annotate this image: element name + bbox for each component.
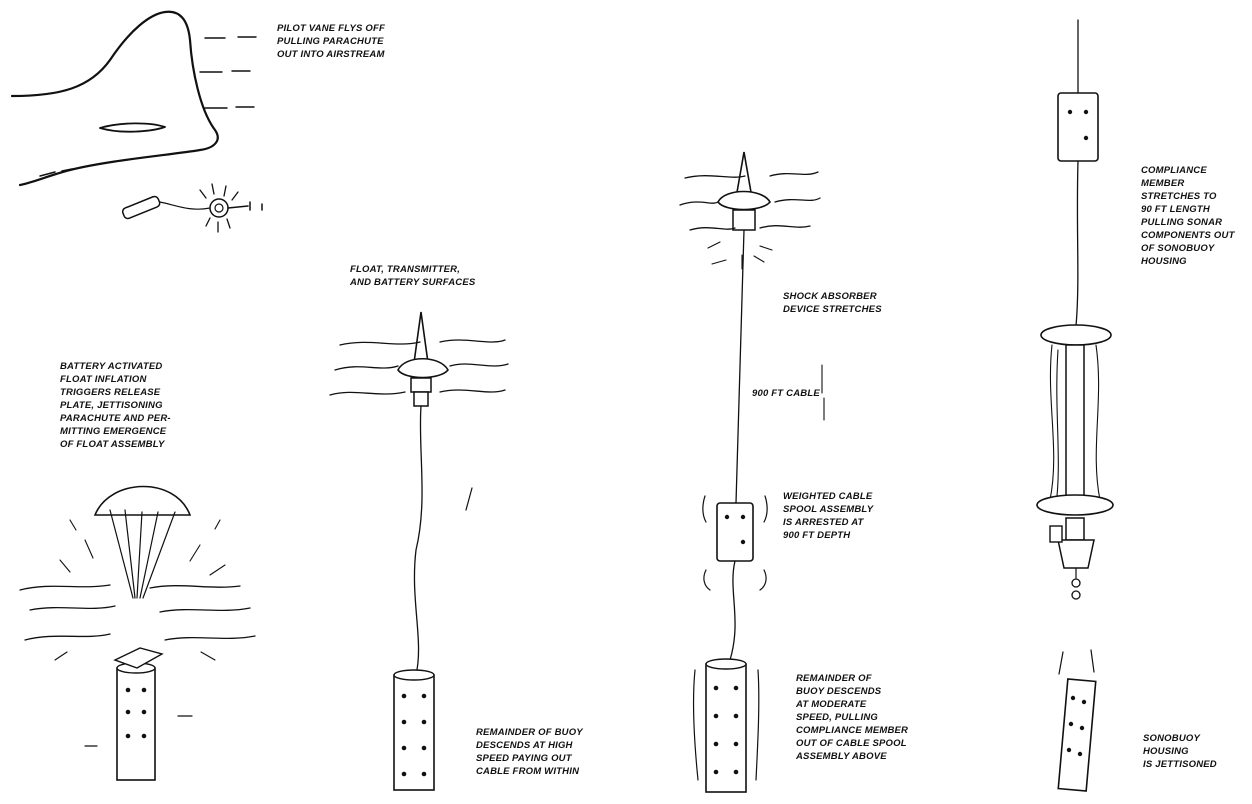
label-line: ASSEMBLY ABOVE xyxy=(796,750,908,763)
label-line: REMAINDER OF BUOY xyxy=(476,726,583,739)
label-weighted-cable: WEIGHTED CABLE SPOOL ASSEMBLY IS ARRESTE… xyxy=(783,490,873,542)
label-line: COMPLIANCE xyxy=(1141,164,1235,177)
label-line: SONOBUOY xyxy=(1143,732,1217,745)
label-line: OUT OF CABLE SPOOL xyxy=(796,737,908,750)
label-battery-activated: BATTERY ACTIVATED FLOAT INFLATION TRIGGE… xyxy=(60,360,171,451)
label-line: OF FLOAT ASSEMBLY xyxy=(60,438,171,451)
label-line: PULLING SONAR xyxy=(1141,216,1235,229)
label-line: TRIGGERS RELEASE xyxy=(60,386,171,399)
label-line: MITTING EMERGENCE xyxy=(60,425,171,438)
label-line: IS ARRESTED AT xyxy=(783,516,873,529)
label-line: 90 FT LENGTH xyxy=(1141,203,1235,216)
float-surfaced-drawing xyxy=(330,312,508,790)
label-line: PILOT VANE FLYS OFF xyxy=(277,22,385,35)
label-line: 900 FT DEPTH xyxy=(783,529,873,542)
label-line: SPEED PAYING OUT xyxy=(476,752,583,765)
label-line: HOUSING xyxy=(1143,745,1217,758)
parachute-entry-drawing xyxy=(20,486,255,780)
label-line: FLOAT, TRANSMITTER, xyxy=(350,263,475,276)
label-line: PARACHUTE AND PER- xyxy=(60,412,171,425)
label-line: OF SONOBUOY xyxy=(1141,242,1235,255)
label-line: AT MODERATE xyxy=(796,698,908,711)
aircraft-tail-drawing xyxy=(12,12,256,185)
label-remainder-moderate: REMAINDER OF BUOY DESCENDS AT MODERATE S… xyxy=(796,672,908,763)
label-line: REMAINDER OF xyxy=(796,672,908,685)
label-line: STRETCHES TO xyxy=(1141,190,1235,203)
label-line: PLATE, JETTISONING xyxy=(60,399,171,412)
label-compliance-member: COMPLIANCE MEMBER STRETCHES TO 90 FT LEN… xyxy=(1141,164,1235,268)
label-line: DESCENDS AT HIGH xyxy=(476,739,583,752)
label-pilot-vane: PILOT VANE FLYS OFF PULLING PARACHUTE OU… xyxy=(277,22,385,61)
label-line: IS JETTISONED xyxy=(1143,758,1217,771)
label-line: SHOCK ABSORBER xyxy=(783,290,882,303)
label-line: CABLE FROM WITHIN xyxy=(476,765,583,778)
label-housing-jettisoned: SONOBUOY HOUSING IS JETTISONED xyxy=(1143,732,1217,771)
launched-buoy-drawing xyxy=(122,184,262,232)
label-line: AND BATTERY SURFACES xyxy=(350,276,475,289)
label-line: HOUSING xyxy=(1141,255,1235,268)
label-line: FLOAT INFLATION xyxy=(60,373,171,386)
label-line: OUT INTO AIRSTREAM xyxy=(277,48,385,61)
compliance-member-drawing xyxy=(1037,20,1113,791)
label-line: SPOOL ASSEMBLY xyxy=(783,503,873,516)
label-line: MEMBER xyxy=(1141,177,1235,190)
label-line: BUOY DESCENDS xyxy=(796,685,908,698)
label-line: SPEED, PULLING xyxy=(796,711,908,724)
label-float-surfaces: FLOAT, TRANSMITTER, AND BATTERY SURFACES xyxy=(350,263,475,289)
label-shock-absorber: SHOCK ABSORBER DEVICE STRETCHES xyxy=(783,290,882,316)
label-line: WEIGHTED CABLE xyxy=(783,490,873,503)
label-line: COMPLIANCE MEMBER xyxy=(796,724,908,737)
label-remainder-high-speed: REMAINDER OF BUOY DESCENDS AT HIGH SPEED… xyxy=(476,726,583,778)
label-line: COMPONENTS OUT xyxy=(1141,229,1235,242)
label-line: DEVICE STRETCHES xyxy=(783,303,882,316)
label-line: BATTERY ACTIVATED xyxy=(60,360,171,373)
label-cable-length: 900 FT CABLE xyxy=(752,387,820,400)
label-line: PULLING PARACHUTE xyxy=(277,35,385,48)
